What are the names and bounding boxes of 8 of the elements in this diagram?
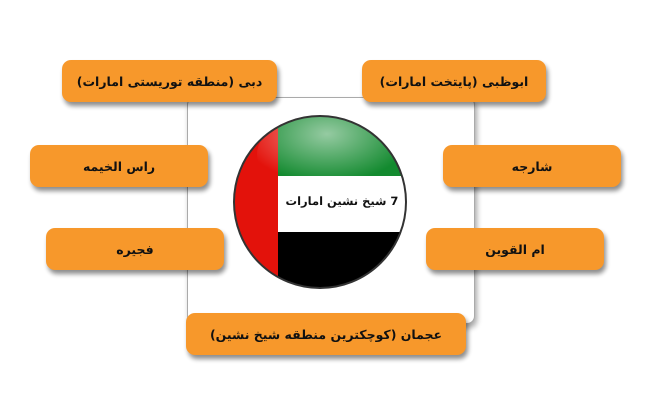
- emirate-label-box: راس الخیمه: [30, 145, 208, 187]
- emirate-label-box: دبی (منطقه توریستی امارات): [62, 60, 277, 102]
- emirate-label-box: ابوظبی (پایتخت امارات): [362, 60, 546, 102]
- center-title: 7 شیخ نشین امارات: [284, 194, 400, 208]
- emirate-label-box: عجمان (کوچکترین منطقه شیخ نشین): [186, 313, 466, 355]
- emirate-label-box: ام القوین: [426, 228, 604, 270]
- emirate-label-box: فجیره: [46, 228, 224, 270]
- emirate-label-box: شارجه: [443, 145, 621, 187]
